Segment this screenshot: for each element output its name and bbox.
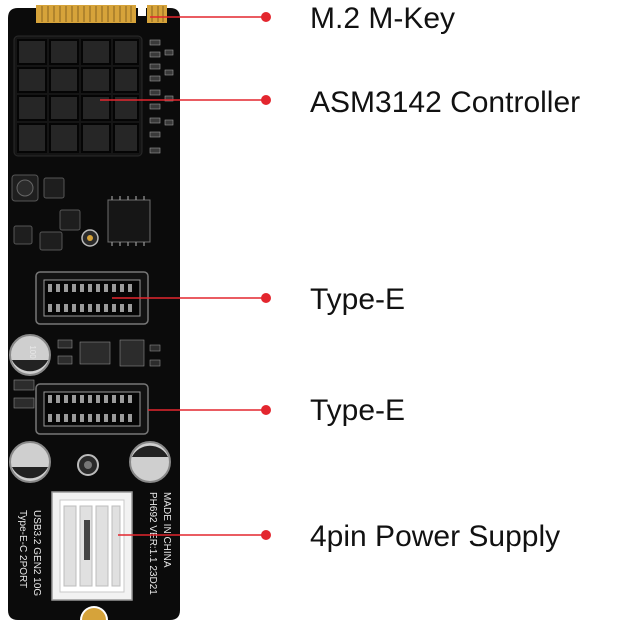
label-m2-mkey: M.2 M-Key bbox=[310, 2, 456, 35]
label-type-e-1: Type-E bbox=[310, 283, 406, 316]
label-asm3142-controller: ASM3142 Controller bbox=[310, 86, 581, 119]
callout-dot-type-e-1 bbox=[261, 293, 271, 303]
power-connector-4pin bbox=[51, 491, 133, 601]
silkscreen-right-line-2: MADE IN CHINA bbox=[161, 492, 172, 568]
m2-gold-fingers bbox=[36, 5, 136, 23]
type-e-connector-2 bbox=[35, 383, 149, 435]
mounting-notch bbox=[82, 608, 106, 620]
heatsink bbox=[13, 35, 143, 157]
callout-dot-power bbox=[261, 530, 271, 540]
capacitor-1: 100 bbox=[9, 334, 51, 376]
capacitor-2 bbox=[9, 441, 51, 483]
small-ic bbox=[81, 196, 151, 247]
silkscreen-right: PH692 VER:1.1 23D21 MADE IN CHINA bbox=[147, 492, 172, 595]
silkscreen-right-line-1: PH692 VER:1.1 23D21 bbox=[147, 492, 158, 595]
smd-components-middle bbox=[13, 339, 161, 409]
smd-components-top bbox=[149, 39, 174, 154]
silkscreen-left-line-2: Type-E-C 2PORT bbox=[17, 510, 28, 588]
callout-dot-type-e-2 bbox=[261, 405, 271, 415]
label-4pin-power-supply: 4pin Power Supply bbox=[310, 520, 561, 553]
capacitor-1-label: 100 bbox=[28, 345, 37, 359]
capacitor-3 bbox=[129, 441, 171, 483]
silkscreen-left: USB3.2 GEN2 10G Type-E-C 2PORT bbox=[17, 510, 42, 596]
callout-dot-controller bbox=[261, 95, 271, 105]
label-type-e-2: Type-E bbox=[310, 394, 406, 427]
callout-dot-m2 bbox=[261, 12, 271, 22]
silkscreen-left-line-1: USB3.2 GEN2 10G bbox=[31, 510, 42, 596]
callout-lines bbox=[100, 12, 271, 540]
mounting-screw bbox=[77, 454, 99, 476]
inductors bbox=[11, 174, 81, 251]
